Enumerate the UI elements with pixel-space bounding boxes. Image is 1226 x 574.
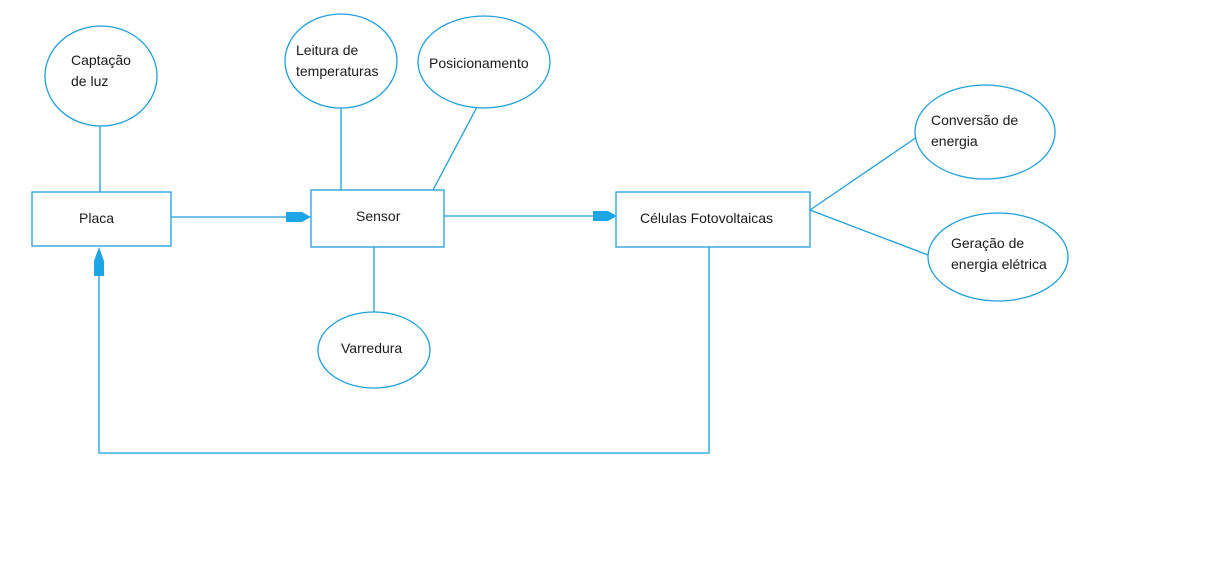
box-celulas-fotovoltaicas [615,191,811,248]
ellipse-posicionamento [417,15,551,109]
feedback-loop-line [98,247,710,454]
arrow-sensor-celulas-head [593,211,617,221]
label-geracao-line2: energia elétrica [951,256,1047,272]
label-varredura: Varredura [341,340,403,356]
box-sensor [310,189,445,248]
label-posicionamento: Posicionamento [429,55,529,71]
label-captacao-line1: Captação [71,52,131,68]
label-conversao-line2: energia [931,133,978,149]
ellipse-varredura [317,311,431,389]
box-placa [31,191,172,247]
label-celulas-fotovoltaicas: Células Fotovoltaicas [640,210,774,226]
arrow-placa-sensor-head [286,212,311,222]
label-leitura-line2: temperaturas [296,63,379,79]
label-placa: Placa [79,210,115,226]
ellipse-leitura-de-temperaturas [284,13,398,109]
label-conversao-line1: Conversão de [931,112,1019,128]
label-leitura-line1: Leitura de [296,42,359,58]
ellipse-conversao-de-energia [914,84,1056,180]
edge-celulas-conversao [809,136,918,211]
ellipse-geracao-de-energia-eletrica [927,212,1069,302]
edge-posicionamento-sensor [432,106,478,191]
label-geracao-line1: Geração de [951,235,1025,251]
ellipse-captacao-de-luz [44,25,158,127]
label-captacao-line2: de luz [71,73,109,89]
label-sensor: Sensor [356,208,401,224]
feedback-loop-arrow-head [94,247,104,276]
edge-celulas-geracao [809,209,929,256]
